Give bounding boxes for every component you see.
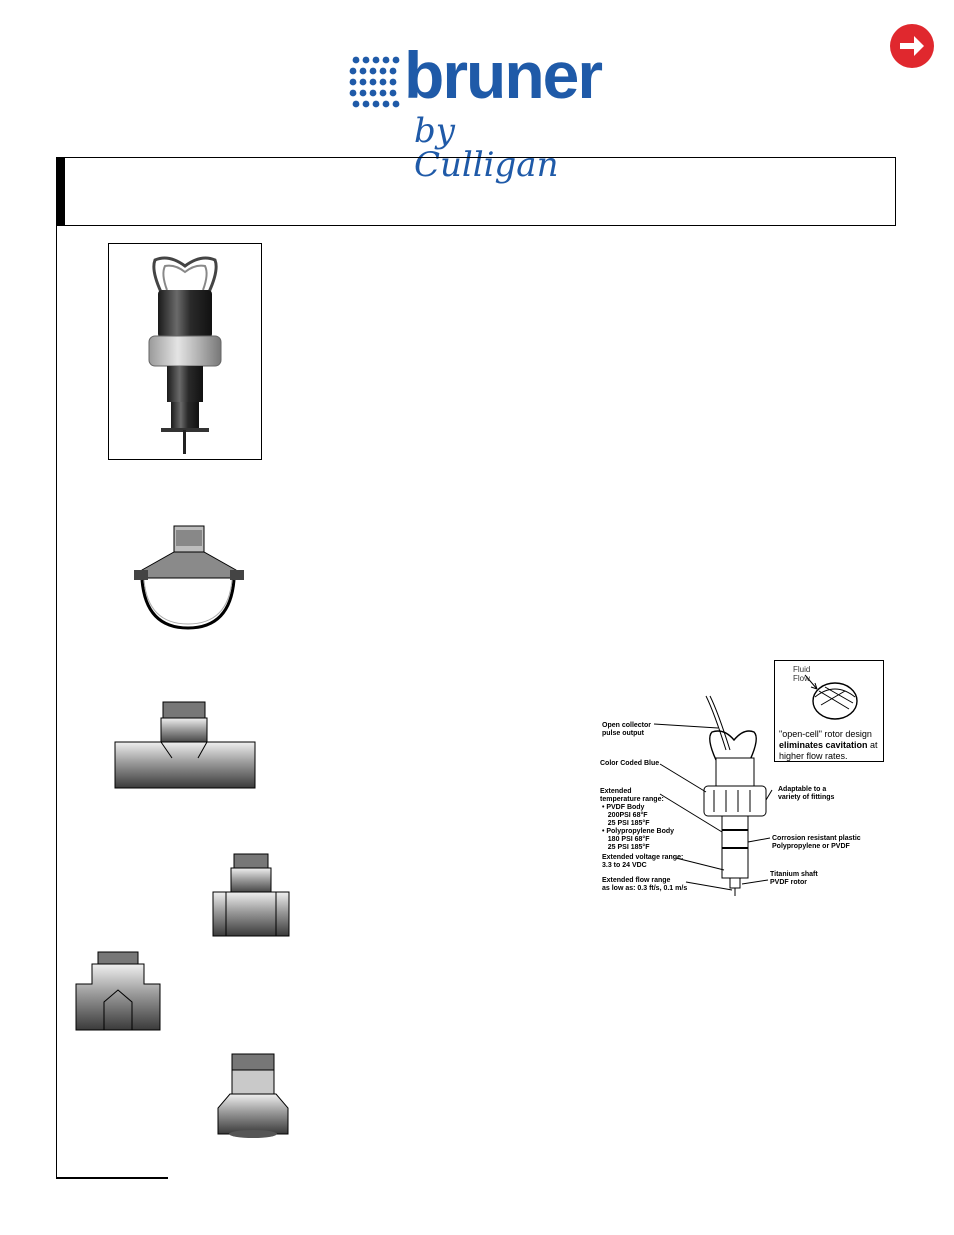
callout-color-coded: Color Coded Blue (600, 760, 660, 767)
arrow-right-icon (900, 36, 924, 56)
rotor-text-bold: eliminates cavitation (779, 740, 868, 750)
fluid-flow-label: Fluid Flow (793, 665, 811, 683)
saddle-clamp-fitting (134, 525, 244, 630)
rotor-text-pre: "open-cell" rotor design (779, 729, 872, 739)
rotor-inset: Fluid Flow "open-cell" rotor design elim… (774, 660, 884, 762)
rotor-description: "open-cell" rotor design eliminates cavi… (779, 729, 883, 762)
next-page-button[interactable] (890, 24, 934, 68)
weld-on-fitting (217, 1053, 289, 1138)
sensor-line-drawing (653, 695, 773, 896)
callout-temperature-range: Extended temperature range: • PVDF Body … (600, 788, 675, 851)
callout-titanium-shaft: Titanium shaft PVDF rotor (770, 871, 818, 886)
callout-open-collector: Open collector pulse output (602, 722, 652, 737)
section-header-box (56, 157, 896, 226)
brand-name: bruner (404, 38, 603, 112)
tee-fitting-small (212, 853, 290, 937)
callout-voltage-range: Extended voltage range: 3.3 to 24 VDC (602, 854, 684, 869)
logo-dots-icon (349, 56, 400, 108)
flow-sensor-photo (148, 256, 222, 454)
callout-corrosion-resistant: Corrosion resistant plastic Polypropylen… (772, 835, 861, 850)
callout-adaptable: Adaptable to a variety of fittings (778, 786, 835, 801)
wye-fitting (75, 951, 161, 1031)
tee-fitting-large (114, 701, 256, 789)
footer-rule (56, 1177, 168, 1179)
callout-flow-range: Extended flow range as low as: 0.3 ft/s,… (602, 877, 688, 892)
rotor-text-post: at higher flow rates. (779, 740, 878, 761)
left-rule (56, 226, 57, 1178)
brand-byline: by Culligan (414, 111, 559, 185)
sensor-feature-diagram: Open collector pulse output Color Coded … (596, 660, 896, 900)
rotor-drawing (804, 674, 858, 720)
bruner-logo: bruner by Culligan (348, 42, 608, 182)
product-photo (108, 243, 262, 460)
